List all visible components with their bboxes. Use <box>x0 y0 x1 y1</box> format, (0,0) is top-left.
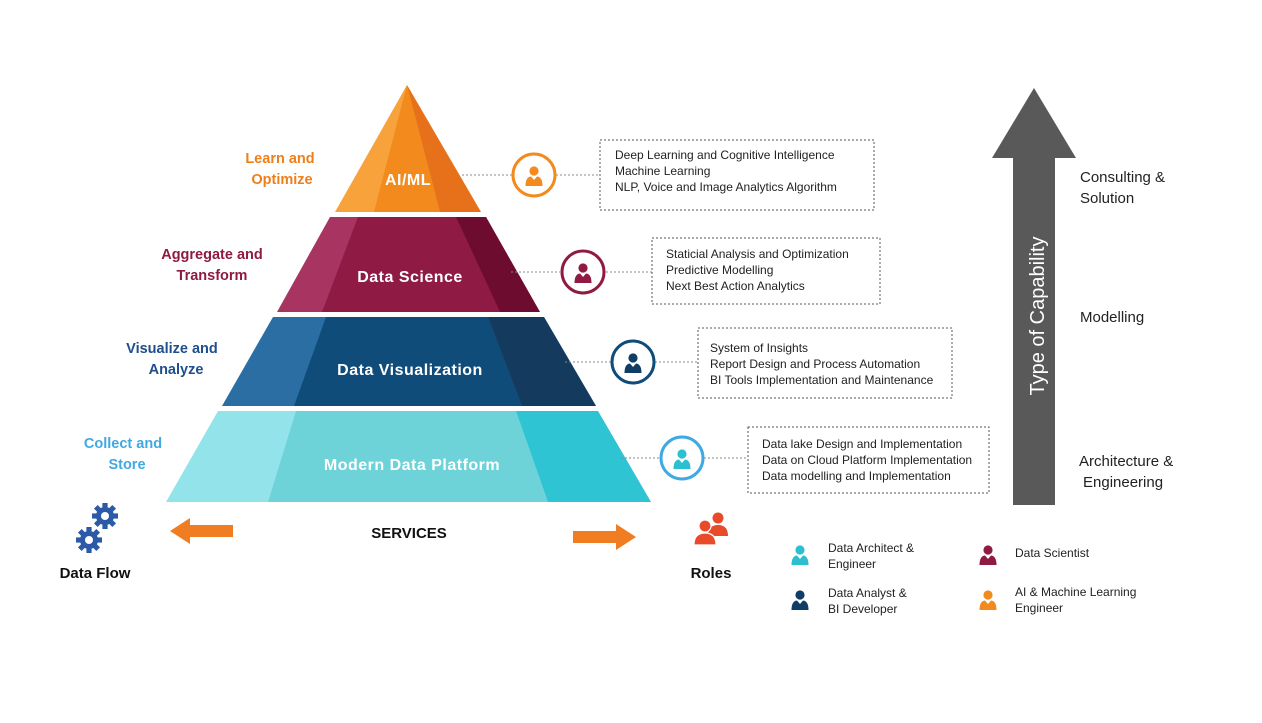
services-label: SERVICES <box>371 525 447 542</box>
bottom-row: Data Flow SERVICES Roles <box>60 503 732 582</box>
svg-text:Data Scientist: Data Scientist <box>1015 546 1090 560</box>
services-box-data-visualization <box>697 327 953 399</box>
person-icon <box>791 545 809 565</box>
person-icon <box>979 545 997 565</box>
role-circle-ai-ml[interactable] <box>511 152 557 198</box>
gears-icon <box>76 503 118 553</box>
services-box-ai-ml <box>599 139 875 211</box>
capability-arrow: Type of Capability <box>992 88 1076 505</box>
roles-people-icon <box>693 512 728 546</box>
arrow-left-icon <box>170 518 233 544</box>
capability-level-architecture: Architecture & Engineering <box>1079 453 1177 491</box>
side-label-learn-optimize: Learn and Optimize <box>245 151 318 188</box>
person-icon <box>791 590 809 610</box>
capability-arrow-label: Type of Capability <box>1027 237 1049 396</box>
tier-data-science[interactable]: Data Science <box>277 217 540 312</box>
role-circle-data-science[interactable] <box>560 249 606 295</box>
roles-label: Roles <box>691 565 732 582</box>
legend-item-data-architect: Data Architect & Engineer <box>791 541 917 571</box>
svg-text:Data Architect & Engin: Data Architect & Engineer <box>828 541 917 571</box>
roles-legend: Data Architect & Engineer Data Scientist… <box>791 541 1140 616</box>
arrow-right-icon <box>573 524 636 550</box>
side-label-aggregate-transform: Aggregate and Transform <box>161 247 267 284</box>
tier-label-data-science: Data Science <box>357 269 463 286</box>
side-labels: Learn and Optimize Aggregate and Transfo… <box>84 151 318 473</box>
services-box-modern-data-platform <box>747 426 990 494</box>
person-icon <box>979 590 997 610</box>
legend-item-ai-ml-engineer: AI & Machine Learning Engineer <box>979 585 1140 615</box>
tier-modern-data-platform[interactable]: Modern Data Platform <box>166 411 651 502</box>
services-list-data-visualization: System of Insights Report Design and Pro… <box>710 341 934 387</box>
services-list-data-science: Staticial Analysis and Optimization Pred… <box>666 247 852 293</box>
tier-label-data-visualization: Data Visualization <box>337 362 483 379</box>
service-rows: Deep Learning and Cognitive Intelligence… <box>462 139 990 494</box>
pyramid: AI/ML Data Science Data Visualization Mo… <box>166 85 651 502</box>
legend-item-data-scientist: Data Scientist <box>979 545 1090 565</box>
capability-level-modelling: Modelling <box>1080 309 1144 326</box>
role-circle-modern-data-platform[interactable] <box>659 435 705 481</box>
side-label-collect-store: Collect and Store <box>84 436 166 473</box>
up-arrow-icon <box>992 88 1076 505</box>
capability-level-consulting: Consulting & Solution <box>1080 169 1169 207</box>
tier-label-modern-data-platform: Modern Data Platform <box>324 457 500 474</box>
svg-text:Data Analyst & BI Deve: Data Analyst & BI Developer <box>828 586 910 616</box>
capability-levels: Consulting & Solution Modelling Architec… <box>1079 169 1177 491</box>
svg-text:AI & Machine Learning: AI & Machine Learning Engineer <box>1015 585 1140 615</box>
services-list-modern-data-platform: Data lake Design and Implementation Data… <box>762 437 975 483</box>
role-circle-data-visualization[interactable] <box>610 339 656 385</box>
tier-label-ai-ml: AI/ML <box>385 172 431 189</box>
tier-ai-ml[interactable]: AI/ML <box>335 85 481 212</box>
legend-item-data-analyst: Data Analyst & BI Developer <box>791 586 910 616</box>
services-list-ai-ml: Deep Learning and Cognitive Intelligence… <box>615 148 838 194</box>
services-box-data-science <box>651 237 881 305</box>
tier-data-visualization[interactable]: Data Visualization <box>222 317 596 406</box>
data-flow-label: Data Flow <box>60 565 131 582</box>
side-label-visualize-analyze: Visualize and Analyze <box>126 341 222 378</box>
